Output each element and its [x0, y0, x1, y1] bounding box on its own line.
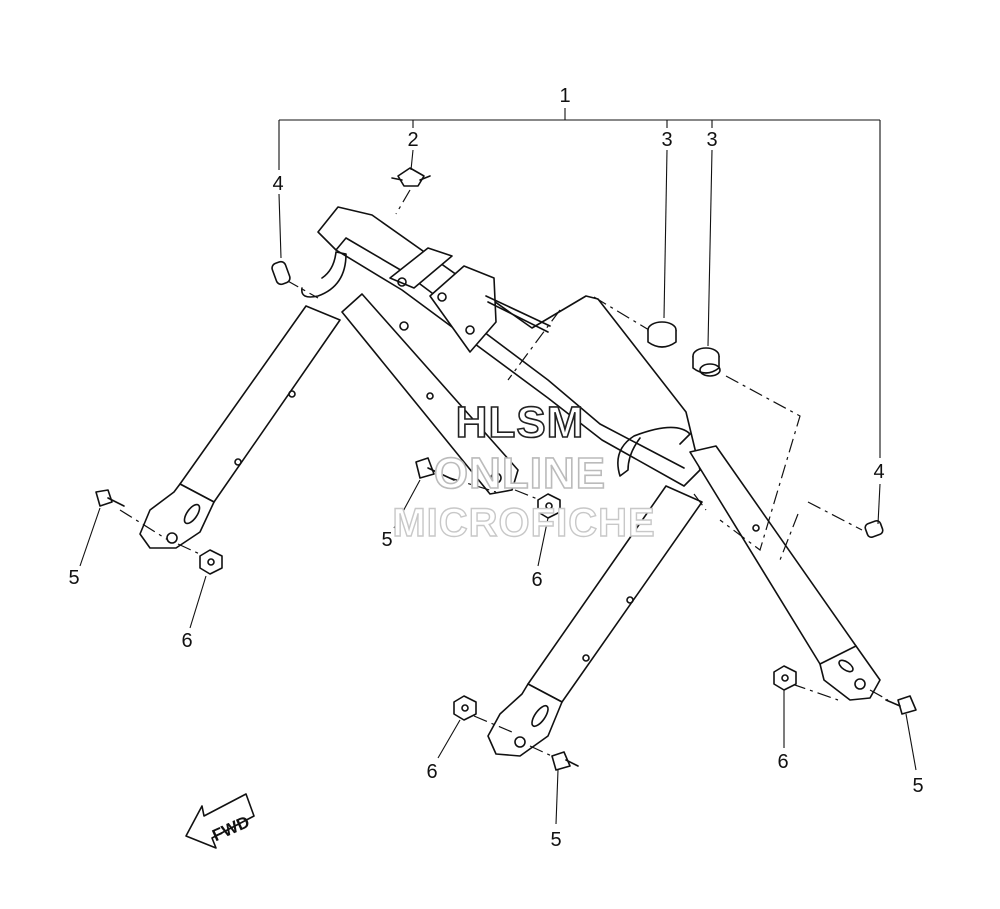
bolt-a — [95, 489, 125, 507]
frame-right-arm — [689, 445, 881, 701]
nut-b — [537, 493, 561, 519]
callout-6-right: 6 — [777, 751, 788, 773]
watermark-line-2: ONLINE — [434, 449, 606, 498]
frame-upper-section — [301, 206, 701, 487]
callout-3-left: 3 — [661, 129, 672, 151]
frame-left-strut — [341, 293, 519, 495]
damper-b — [692, 347, 721, 377]
assembly-bracket — [278, 108, 881, 458]
callout-5-left: 5 — [68, 567, 79, 589]
damper-a — [647, 321, 677, 348]
bolt-b — [415, 457, 455, 481]
callout-3-right: 3 — [706, 129, 717, 151]
forward-direction-arrow: FWD — [185, 793, 255, 849]
clamp-part — [391, 167, 431, 187]
frame-left-leg — [139, 305, 341, 549]
watermark: HLSM ONLINE MICROFICHE — [392, 397, 656, 546]
callout-4-left: 4 — [272, 173, 283, 195]
watermark-line-1: HLSM — [456, 398, 585, 447]
nut-a — [199, 549, 223, 575]
callout-2: 2 — [407, 129, 418, 151]
leader-lines — [79, 149, 917, 825]
callout-6-bottom: 6 — [426, 761, 437, 783]
alignment-lines — [119, 189, 889, 759]
callout-6-left: 6 — [181, 630, 192, 652]
callout-1: 1 — [559, 85, 570, 107]
cap-right — [864, 520, 884, 538]
nut-c — [453, 695, 477, 721]
callout-4-right: 4 — [873, 461, 884, 483]
callout-5-center: 5 — [381, 529, 392, 551]
watermark-line-3: MICROFICHE — [392, 501, 655, 545]
bolt-d — [885, 695, 917, 715]
callout-5-bottom: 5 — [550, 829, 561, 851]
callout-labels: 1 2 3 3 4 4 5 5 5 5 6 6 6 6 — [68, 85, 923, 851]
callout-5-right: 5 — [912, 775, 923, 797]
cap-left — [271, 260, 291, 286]
frame-right-leg — [487, 485, 703, 757]
nut-d — [773, 665, 797, 691]
bolt-c — [551, 751, 579, 771]
callout-6-center: 6 — [531, 569, 542, 591]
